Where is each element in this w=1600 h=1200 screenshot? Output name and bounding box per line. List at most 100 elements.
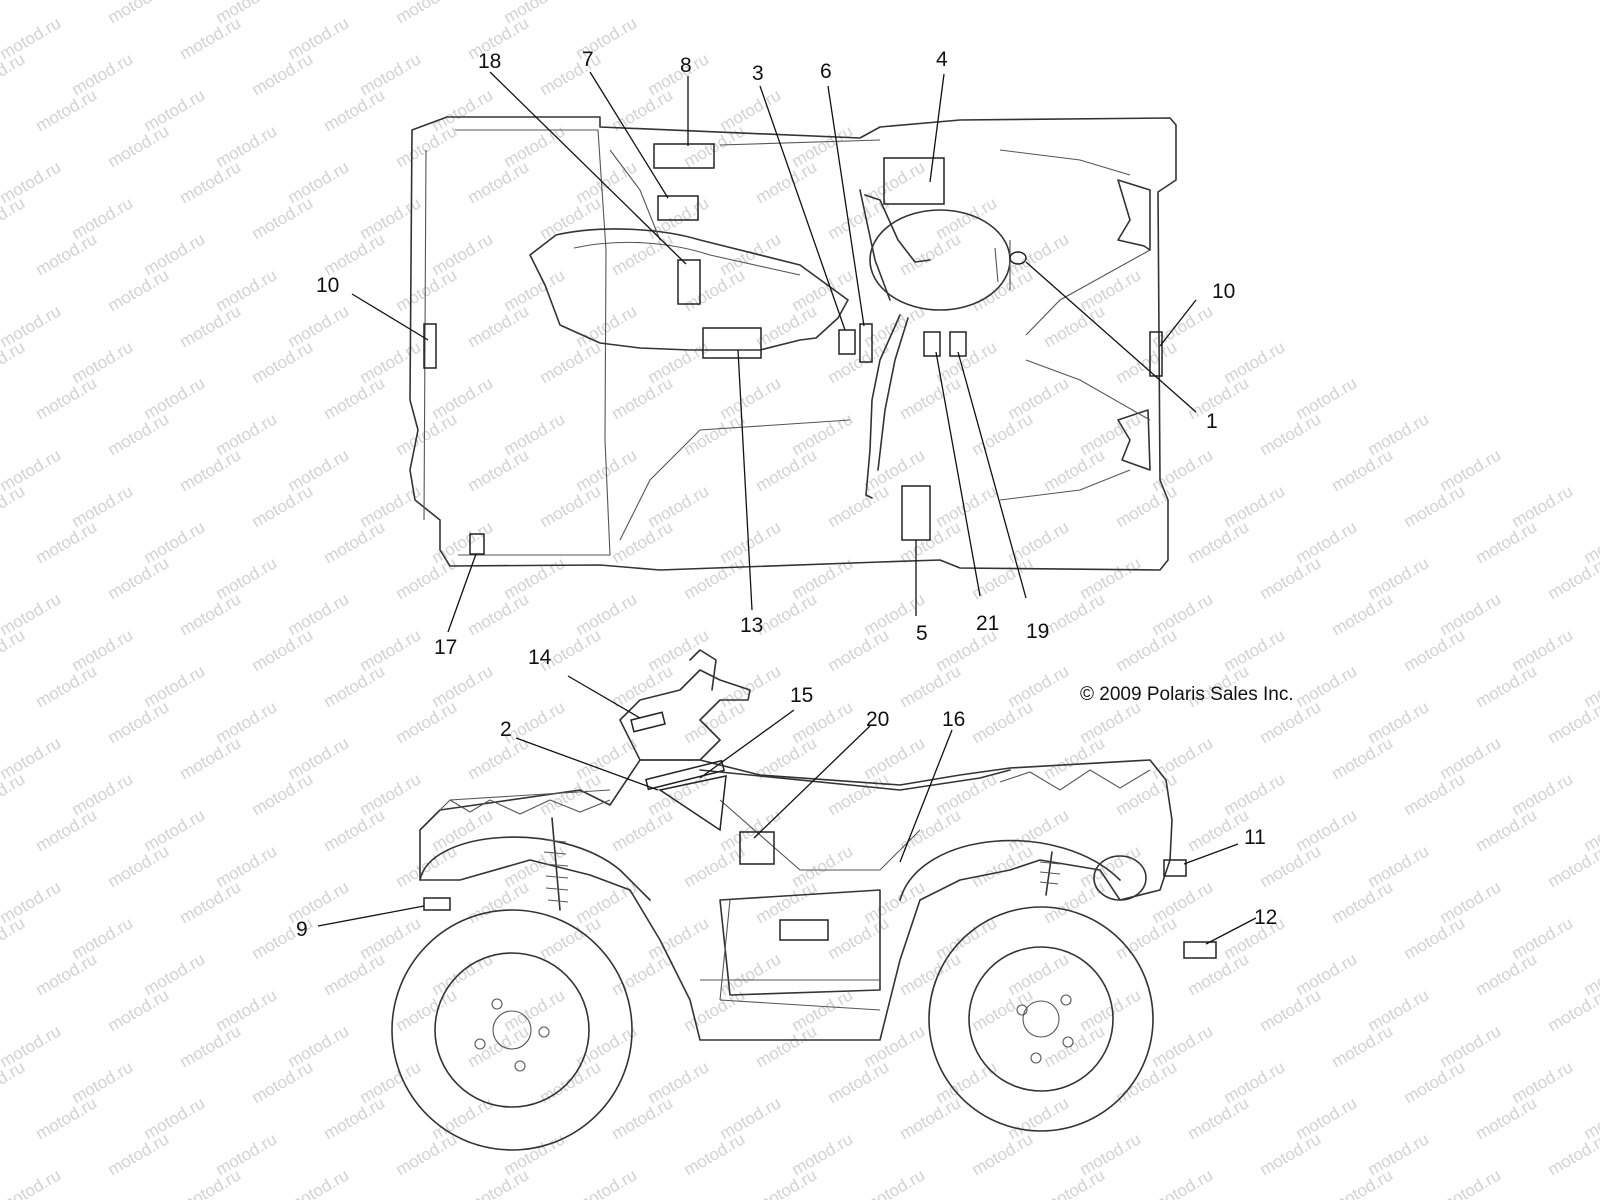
watermark-text: motod.ru (0, 481, 28, 531)
decal-19 (949, 331, 967, 357)
watermark-text: motod.ru (1257, 985, 1325, 1035)
decal-2 (658, 775, 727, 832)
watermark-text: motod.ru (249, 481, 317, 531)
watermark-text: motod.ru (609, 805, 677, 855)
watermark-text: motod.ru (537, 913, 605, 963)
decal-12 (1183, 941, 1217, 959)
watermark-text: motod.ru (897, 805, 965, 855)
decal-7 (657, 195, 699, 221)
watermark-text: motod.ru (0, 1165, 64, 1200)
decal-20 (739, 831, 775, 865)
watermark-text: motod.ru (465, 1165, 533, 1200)
watermark-text: motod.ru (1113, 769, 1181, 819)
copyright-text: © 2009 Polaris Sales Inc. (1080, 684, 1294, 705)
watermark-text: motod.ru (249, 49, 317, 99)
watermark-text: motod.ru (33, 517, 101, 567)
watermark-text: motod.ru (1113, 913, 1181, 963)
watermark-text: motod.ru (537, 49, 605, 99)
watermark-text: motod.ru (825, 913, 893, 963)
watermark-text: motod.ru (465, 877, 533, 927)
watermark-text: motod.ru (321, 85, 389, 135)
watermark-text: motod.ru (1401, 625, 1469, 675)
watermark-text: motod.ru (609, 373, 677, 423)
callout-1: 1 (1206, 410, 1218, 433)
watermark-text: motod.ru (969, 409, 1037, 459)
decal-4 (883, 157, 945, 205)
callout-9: 9 (296, 918, 308, 941)
callout-8: 8 (680, 54, 692, 77)
watermark-text: motod.ru (1473, 805, 1541, 855)
watermark-text: motod.ru (1041, 445, 1109, 495)
watermark-text: motod.ru (33, 85, 101, 135)
watermark-text: motod.ru (1041, 589, 1109, 639)
watermark-text: motod.ru (753, 1165, 821, 1200)
callout-13: 13 (740, 614, 763, 637)
watermark-text: motod.ru (393, 553, 461, 603)
watermark-text: motod.ru (1329, 445, 1397, 495)
callout-14: 14 (528, 646, 552, 669)
watermark-text: motod.ru (897, 373, 965, 423)
watermark-text: motod.ru (1149, 1165, 1217, 1200)
watermark-text: motod.ru (1257, 553, 1325, 603)
watermark-text: motod.ru (969, 265, 1037, 315)
watermark-text: motod.ru (1545, 841, 1600, 891)
watermark-text: motod.ru (897, 661, 965, 711)
watermark-text: motod.ru (681, 841, 749, 891)
watermark-text: motod.ru (465, 301, 533, 351)
decal-17 (469, 533, 485, 555)
watermark-text: motod.ru (1545, 697, 1600, 747)
watermark-text: motod.ru (753, 445, 821, 495)
decal-18 (677, 259, 701, 305)
watermark-text: motod.ru (1185, 949, 1253, 999)
callout-17: 17 (434, 636, 457, 659)
watermark-text: motod.ru (1437, 1165, 1505, 1200)
watermark-text: motod.ru (1185, 373, 1253, 423)
callout-2: 2 (500, 718, 512, 741)
watermark-text: motod.ru (321, 229, 389, 279)
watermark-text: motod.ru (0, 1057, 28, 1107)
watermark-text: motod.ru (609, 517, 677, 567)
watermark-text: motod.ru (1329, 1165, 1397, 1200)
watermark-text: motod.ru (321, 949, 389, 999)
watermark-text: motod.ru (753, 1021, 821, 1071)
callout-3: 3 (752, 62, 764, 85)
callout-5: 5 (916, 622, 928, 645)
watermark-text: motod.ru (249, 193, 317, 243)
watermark-text: motod.ru (1329, 1021, 1397, 1071)
watermark-text: motod.ru (753, 157, 821, 207)
watermark-text: motod.ru (1113, 625, 1181, 675)
watermark-text: motod.ru (249, 1057, 317, 1107)
callout-10-left: 10 (316, 274, 339, 297)
watermark-text: motod.ru (825, 769, 893, 819)
watermark-text: motod.ru (1041, 1165, 1109, 1200)
watermark-text: motod.ru (105, 409, 173, 459)
watermark-text: motod.ru (609, 1093, 677, 1143)
callout-10-right: 10 (1212, 280, 1235, 303)
watermark-text: motod.ru (393, 265, 461, 315)
watermark-text: motod.ru (537, 337, 605, 387)
watermark-text: motod.ru (249, 769, 317, 819)
watermark-text: motod.ru (681, 265, 749, 315)
decal-6 (859, 323, 873, 363)
watermark-text: motod.ru (105, 0, 173, 27)
watermark-text: motod.ru (537, 193, 605, 243)
watermark-text: motod.ru (105, 553, 173, 603)
watermark-text: motod.ru (105, 1129, 173, 1179)
watermark-text: motod.ru (1473, 517, 1541, 567)
watermark-text: motod.ru (825, 625, 893, 675)
atv-side-view: 14 2 15 20 16 9 11 12 (296, 646, 1277, 1151)
watermark-text: motod.ru (33, 229, 101, 279)
watermark-text: motod.ru (393, 697, 461, 747)
watermark-text: motod.ru (1401, 769, 1469, 819)
watermark-text: motod.ru (465, 733, 533, 783)
callout-19: 19 (1026, 620, 1049, 643)
watermark-text: motod.ru (33, 661, 101, 711)
watermark-text: motod.ru (1185, 517, 1253, 567)
watermark-text: motod.ru (1545, 553, 1600, 603)
decal-21 (923, 331, 941, 357)
watermark-text: motod.ru (177, 589, 245, 639)
watermark-text: motod.ru (825, 481, 893, 531)
watermark-text: motod.ru (1257, 841, 1325, 891)
callout-21: 21 (976, 612, 999, 635)
